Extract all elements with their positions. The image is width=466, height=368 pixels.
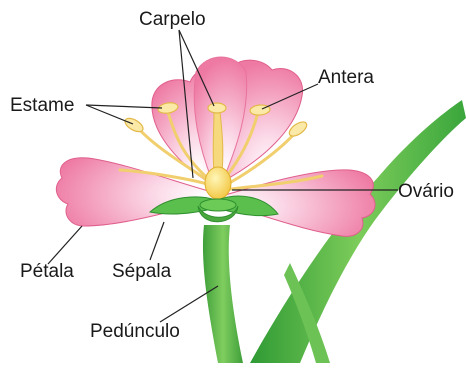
- ovary: [205, 167, 231, 199]
- label-carpelo: Carpelo: [139, 10, 206, 29]
- label-antera: Antera: [318, 68, 374, 87]
- peduncle-stem: [203, 225, 243, 363]
- label-pedunculo: Pedúnculo: [90, 322, 180, 341]
- label-sepala: Sépala: [112, 262, 171, 281]
- label-estame: Estame: [10, 96, 74, 115]
- receptacle-top: [200, 199, 236, 211]
- carpel-style: [213, 112, 223, 172]
- label-petala: Pétala: [20, 262, 74, 281]
- stigma: [208, 103, 226, 113]
- label-ovario: Ovário: [398, 182, 454, 201]
